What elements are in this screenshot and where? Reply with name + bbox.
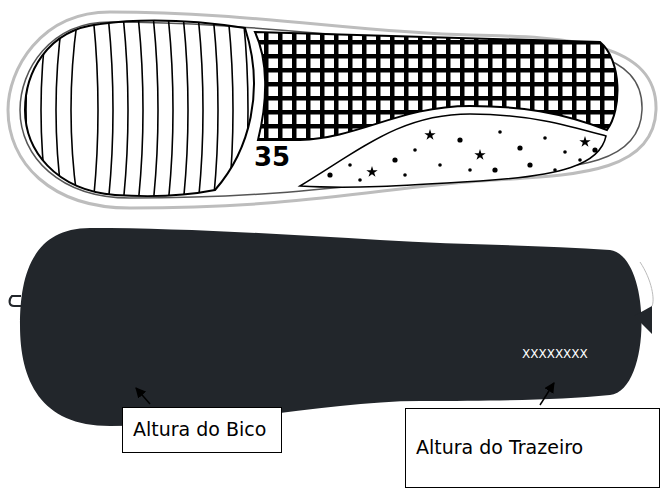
tab-mark — [634, 306, 652, 334]
callout-box: Altura do Trazeiro — [405, 408, 660, 488]
leader-arrow — [136, 388, 150, 404]
stripe-line — [11, 15, 18, 205]
dot-texture — [327, 129, 597, 182]
dot-mark — [498, 130, 502, 134]
stripe-line — [183, 15, 188, 205]
size-number: 35 — [252, 142, 292, 172]
dot-mark — [517, 145, 522, 150]
star-mark — [579, 136, 590, 147]
stripe-texture — [11, 15, 248, 205]
stripe-line — [168, 15, 173, 205]
tab-mark — [10, 296, 21, 306]
star-mark — [366, 166, 377, 177]
dot-mark — [403, 173, 407, 177]
callout-box: Altura do Bico — [122, 407, 282, 453]
dot-mark — [468, 168, 472, 172]
stripe-line — [198, 15, 203, 205]
dot-mark — [527, 162, 532, 167]
stripe-line — [243, 15, 248, 205]
callout-text: Altura do Trazeiro — [406, 428, 659, 468]
stripe-line — [93, 15, 98, 205]
stripe-line — [213, 15, 218, 205]
star-mark — [424, 129, 435, 140]
dot-mark — [553, 168, 557, 172]
stripe-line — [26, 15, 33, 205]
stripe-line — [228, 15, 233, 205]
dot-mark — [543, 136, 547, 140]
dot-mark — [578, 158, 582, 162]
dot-mark — [358, 178, 362, 182]
stripe-line — [108, 15, 113, 205]
stripe-line — [71, 15, 78, 205]
insole-bottom — [20, 228, 642, 426]
dot-mark — [592, 147, 597, 152]
stripe-line — [138, 15, 143, 205]
stripe-line — [123, 15, 128, 205]
dot-mark — [413, 148, 417, 152]
serial-mark: XXXXXXXX — [520, 347, 590, 361]
stripe-region — [25, 21, 254, 196]
insole-top-outline — [8, 12, 656, 208]
callout-text: Altura do Bico — [123, 410, 281, 450]
star-mark — [474, 149, 485, 160]
dot-mark — [348, 163, 352, 167]
leader-arrow — [540, 383, 554, 405]
dot-region — [300, 114, 606, 187]
dot-mark — [392, 157, 397, 162]
dot-mark — [438, 163, 442, 167]
dot-mark — [563, 150, 567, 154]
dot-mark — [492, 167, 497, 172]
stripe-line — [153, 15, 158, 205]
stripe-line — [41, 15, 48, 205]
dot-mark — [327, 172, 332, 177]
dot-mark — [457, 137, 462, 142]
edge-highlight — [640, 262, 653, 306]
